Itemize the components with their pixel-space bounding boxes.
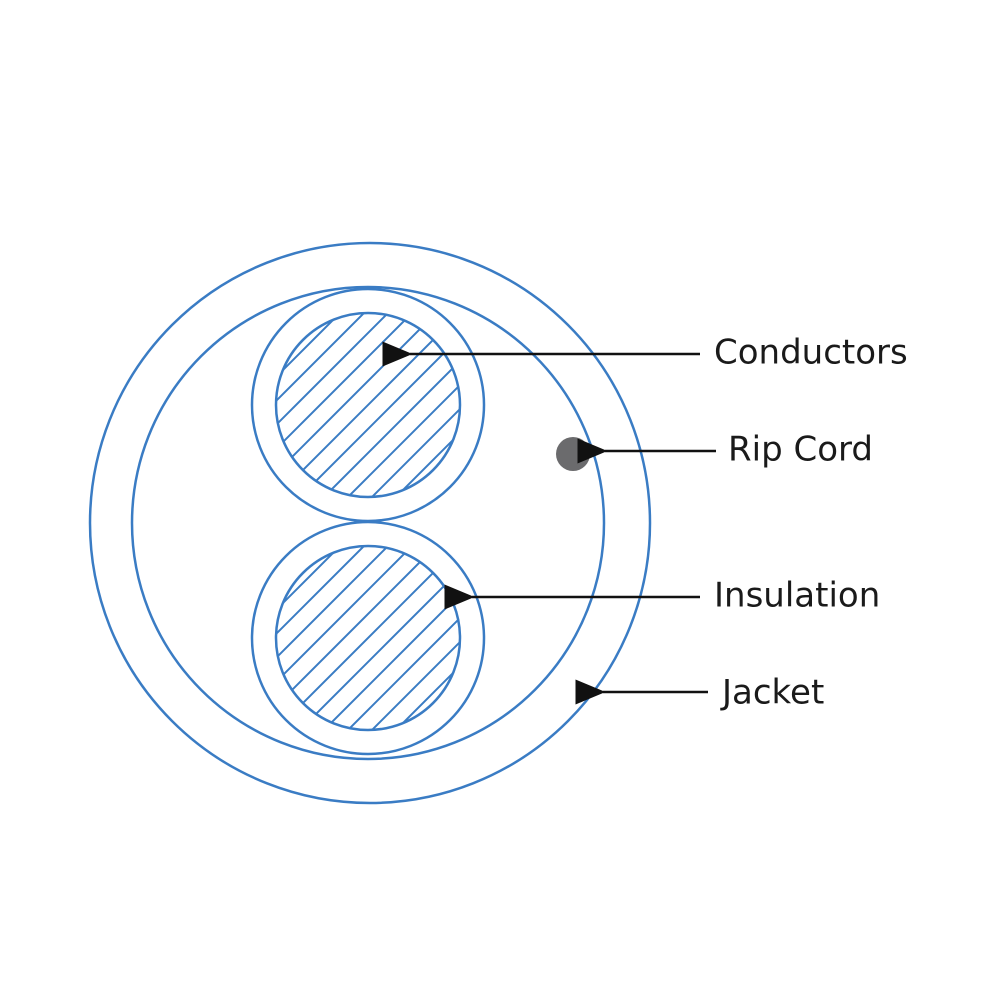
- top-conductor-hatch: [276, 313, 460, 497]
- hatch-line: [276, 313, 433, 497]
- hatch-line: [276, 546, 337, 730]
- hatch-line: [375, 546, 460, 730]
- hatch-line: [276, 313, 361, 497]
- hatch-line: [276, 313, 337, 497]
- hatch-line: [276, 313, 460, 497]
- jacket-outer-ring: [88, 241, 652, 805]
- rip-cord-label: Rip Cord: [728, 430, 873, 470]
- top-conductor: [274, 311, 462, 499]
- rip-cord-dot: [556, 437, 590, 471]
- hatch-line: [276, 546, 460, 730]
- hatch-line: [327, 546, 460, 730]
- hatch-line: [327, 313, 460, 497]
- hatch-line: [351, 313, 460, 497]
- hatch-line: [303, 313, 460, 497]
- hatch-line: [276, 313, 457, 497]
- hatch-line: [399, 313, 460, 497]
- hatch-line: [276, 313, 409, 497]
- hatch-line: [276, 313, 385, 497]
- conductors-label: Conductors: [714, 333, 908, 373]
- hatch-line: [351, 546, 460, 730]
- bottom-conductor: [274, 544, 462, 732]
- jacket-inner-ring: [130, 285, 606, 761]
- hatch-line: [276, 546, 457, 730]
- bottom-insulation-ring: [250, 520, 486, 756]
- hatch-line: [303, 546, 460, 730]
- hatch-line: [276, 546, 433, 730]
- bottom-conductor-hatch: [276, 546, 460, 730]
- hatch-line: [276, 546, 385, 730]
- hatch-line: [276, 546, 361, 730]
- jacket-label: Jacket: [720, 673, 824, 713]
- hatch-line: [375, 313, 460, 497]
- hatch-line: [399, 546, 460, 730]
- hatch-line: [276, 546, 409, 730]
- hatch-line: [279, 313, 460, 497]
- insulation-label: Insulation: [714, 576, 880, 616]
- hatch-line: [279, 546, 460, 730]
